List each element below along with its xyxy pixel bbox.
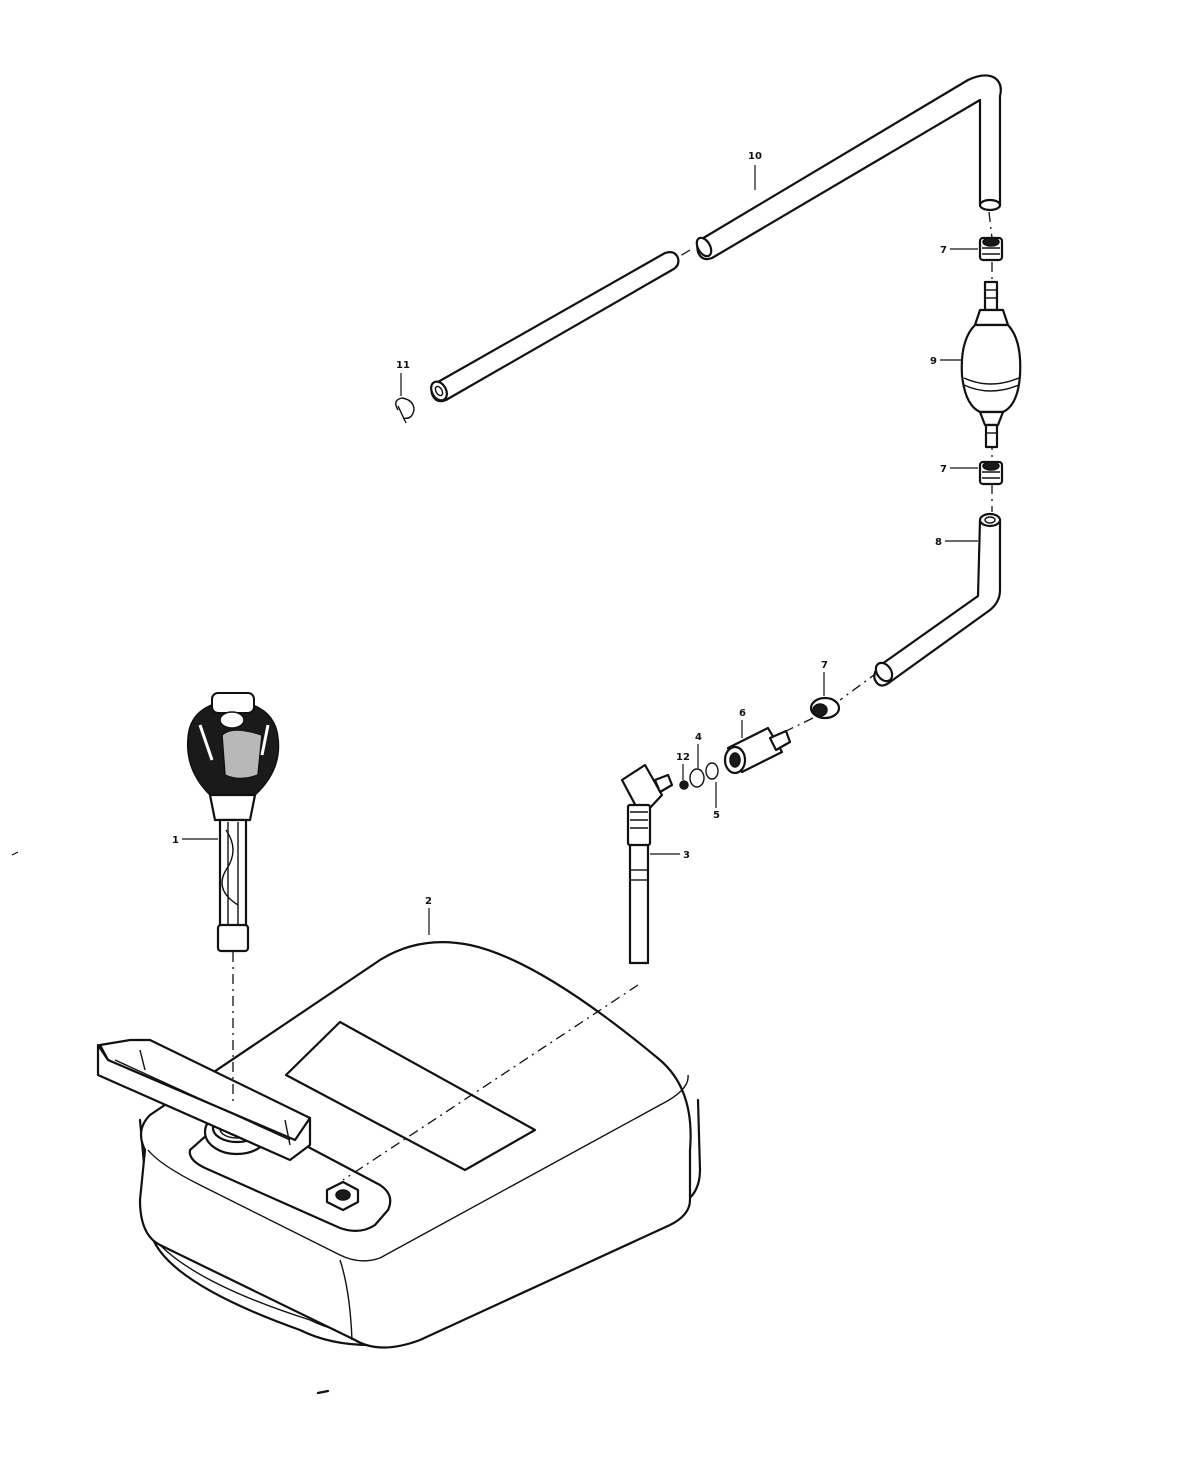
fuel-gauge: [186, 692, 280, 953]
svg-text:7: 7: [821, 660, 828, 671]
callout-6: 6: [739, 708, 746, 738]
svg-text:12: 12: [676, 752, 690, 763]
svg-text:7: 7: [940, 464, 947, 475]
callout-4: 4: [695, 732, 702, 768]
pickup-tube: [620, 763, 674, 965]
callout-7-mid: 7: [940, 464, 978, 475]
svg-text:9: 9: [930, 356, 937, 367]
callout-1: 1: [172, 835, 218, 846]
callout-10: 10: [748, 151, 762, 190]
fuel-hose-upper: [695, 74, 1002, 261]
callout-7-upper: 7: [940, 245, 978, 256]
callout-7-lower: 7: [821, 660, 828, 696]
svg-text:6: 6: [739, 708, 746, 719]
callout-12: 12: [676, 752, 690, 780]
svg-text:4: 4: [695, 732, 702, 743]
callout-2: 2: [425, 896, 432, 935]
svg-text:11: 11: [396, 360, 410, 371]
hose-clamp-mid: [978, 460, 1004, 486]
callout-11: 11: [396, 360, 410, 396]
quick-connector: [723, 726, 792, 775]
svg-text:1: 1: [172, 835, 179, 846]
svg-text:5: 5: [713, 810, 720, 821]
callout-3: 3: [650, 850, 690, 861]
fuel-tank: [96, 941, 702, 1395]
callout-8: 8: [935, 537, 978, 548]
svg-text:2: 2: [425, 896, 432, 907]
hose-clip: [395, 397, 415, 424]
svg-text:7: 7: [940, 245, 947, 256]
svg-text:3: 3: [683, 850, 690, 861]
primer-bulb: [960, 280, 1022, 449]
hose-clamp-upper: [978, 236, 1004, 262]
svg-text:10: 10: [748, 151, 762, 162]
fuel-hose-lower: [873, 512, 1002, 687]
svg-text:8: 8: [935, 537, 942, 548]
hose-clamp-lower: [809, 696, 841, 720]
seal-and-o-rings: [679, 762, 719, 790]
callout-9: 9: [930, 356, 962, 367]
callout-5: 5: [713, 782, 720, 821]
fuel-hose-segment: [430, 251, 680, 403]
